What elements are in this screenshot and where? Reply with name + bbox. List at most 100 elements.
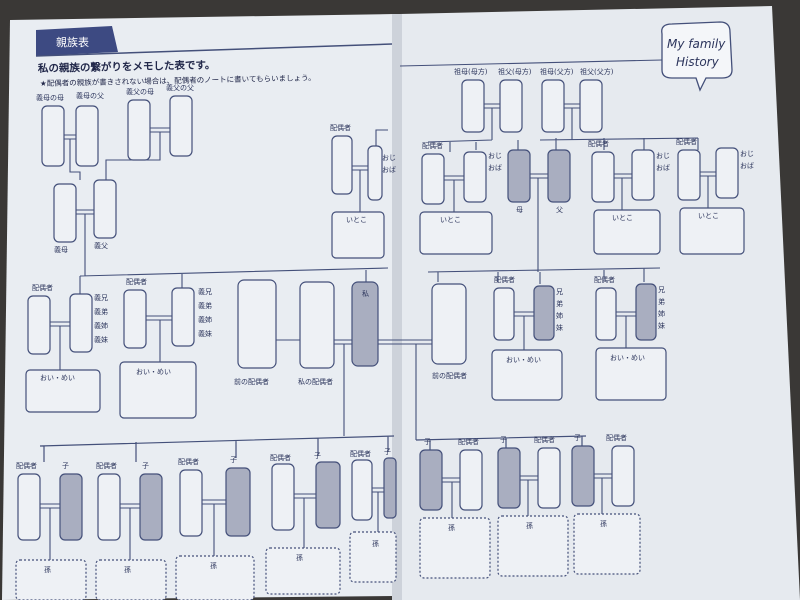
box-grandmother-fa[interactable] [541, 79, 565, 133]
box-inlaw-spouse-2[interactable] [123, 289, 147, 349]
box-uncle-spouse-fa1[interactable] [591, 151, 615, 203]
box-wife-mother-gm[interactable] [41, 105, 65, 167]
box-uncle-fa2[interactable] [715, 147, 739, 199]
box-wife-mother-gf[interactable] [75, 105, 99, 167]
label-grandfather-mo: 祖父(母方) [498, 67, 532, 76]
marriage-line-r1 [444, 175, 464, 212]
box-grandchild-1[interactable] [15, 559, 87, 600]
box-in-father[interactable] [93, 179, 117, 239]
box-grandchild-r1[interactable] [419, 517, 491, 579]
box-niece-r2[interactable] [595, 347, 667, 401]
label-child-spouse-4: 配偶者 [270, 453, 291, 462]
label-child-1: 子 [62, 462, 69, 470]
box-niece-2[interactable] [119, 361, 197, 419]
box-child-r3[interactable] [571, 445, 595, 507]
box-mother[interactable] [507, 149, 531, 203]
box-cousin-mo[interactable] [419, 211, 493, 255]
label-oba-r3: おば [740, 161, 754, 170]
box-child-spouse-4[interactable] [271, 463, 295, 531]
box-husb-mother-gm[interactable] [127, 99, 151, 161]
box-niece-r1[interactable] [491, 349, 563, 401]
section-tab-text: 親族表 [56, 35, 89, 49]
box-uncle-fa1[interactable] [631, 149, 655, 201]
inlaw-sib-list-2-d: 義妹 [198, 329, 212, 338]
label-child-5: 子 [384, 448, 391, 456]
badge-line1: My family [667, 37, 726, 51]
left-page [2, 14, 394, 600]
box-child-2[interactable] [139, 473, 163, 541]
inlaw-sib-list-2-c: 義姉 [198, 315, 212, 324]
box-sib-2[interactable] [635, 283, 657, 341]
box-child-spouse-r3[interactable] [611, 445, 635, 507]
label-grandchild-2: 孫 [124, 565, 131, 574]
box-grandchild-5[interactable] [349, 531, 397, 583]
label-niece-1: おい・めい [40, 374, 75, 382]
box-niece-1[interactable] [25, 369, 101, 413]
label-spouse-3: 配偶者 [330, 123, 351, 132]
label-grandfather-fa: 祖父(父方) [580, 67, 614, 76]
label-sib1-d: 妹 [556, 323, 563, 332]
label-grandchild-r3: 孫 [600, 519, 607, 528]
box-child-spouse-2[interactable] [97, 473, 121, 541]
box-grandfather-mo[interactable] [499, 79, 523, 133]
box-cousin-fa2[interactable] [679, 207, 745, 255]
grandparent-lines [427, 103, 699, 152]
box-former-spouse-right[interactable] [431, 283, 467, 365]
box-child-5[interactable] [383, 457, 397, 519]
box-uncle-spouse-mo[interactable] [421, 153, 445, 205]
label-in-mother: 義母 [54, 245, 68, 254]
box-child-spouse-3[interactable] [179, 469, 203, 537]
box-sib-spouse-2[interactable] [595, 287, 617, 341]
box-child-1[interactable] [59, 473, 83, 541]
box-uncle-spouse[interactable] [331, 135, 353, 195]
marriage-line-5 [146, 274, 183, 362]
box-grandchild-3[interactable] [175, 555, 255, 600]
box-grandchild-4[interactable] [265, 547, 341, 595]
box-uncle-spouse-fa2[interactable] [677, 149, 701, 201]
box-child-spouse-1[interactable] [17, 473, 41, 541]
box-inlaw-sib-1[interactable] [69, 293, 93, 353]
label-grandmother-fa: 祖母(父方) [540, 67, 574, 76]
box-inlaw-spouse-1[interactable] [27, 295, 51, 355]
box-inlaw-sib-2[interactable] [171, 287, 195, 347]
box-child-spouse-r2[interactable] [537, 447, 561, 509]
label-mother: 母 [516, 206, 523, 214]
inlaw-sib-list-2-b: 義弟 [198, 301, 212, 310]
marriage-line-2 [105, 127, 170, 180]
box-uncle-mo[interactable] [463, 151, 487, 203]
marriage-line-r2 [614, 173, 632, 210]
box-sib-spouse-1[interactable] [493, 287, 515, 341]
marriage-line-parents [427, 173, 661, 284]
box-grandchild-r3[interactable] [573, 513, 641, 575]
box-cousin-left[interactable] [331, 211, 385, 259]
box-husb-mother-gf[interactable] [169, 95, 193, 157]
box-child-r2[interactable] [497, 447, 521, 509]
label-child-2: 子 [142, 462, 149, 470]
label-grandchild-5: 孫 [372, 539, 379, 548]
box-grandfather-fa[interactable] [579, 79, 603, 133]
box-child-3[interactable] [225, 467, 251, 537]
binding-shadow [392, 14, 402, 600]
page-subtitle: 私の親族の繋がりをメモした表です。 [37, 58, 216, 75]
box-me[interactable] [351, 281, 379, 367]
box-child-r1[interactable] [419, 449, 443, 511]
box-grandmother-mo[interactable] [461, 79, 485, 133]
box-grandchild-2[interactable] [95, 559, 167, 600]
box-sib-1[interactable] [533, 285, 555, 341]
box-child-spouse-r1[interactable] [459, 449, 483, 511]
box-child-4[interactable] [315, 461, 341, 529]
box-former-spouse-left[interactable] [237, 279, 277, 369]
box-uncle[interactable] [367, 145, 383, 201]
label-child-spouse-1: 配偶者 [16, 461, 37, 470]
box-cousin-fa1[interactable] [593, 209, 661, 255]
label-gm-1: 義母の母 [36, 93, 64, 102]
box-child-spouse-5[interactable] [351, 459, 373, 521]
label-oba-r1: おば [488, 163, 502, 172]
box-my-spouse[interactable] [299, 281, 335, 369]
box-grandchild-r2[interactable] [497, 515, 569, 577]
box-in-mother[interactable] [53, 183, 77, 243]
children-bracket-left [39, 435, 395, 462]
label-child-spouse-r2: 配偶者 [534, 435, 555, 444]
box-father[interactable] [547, 149, 571, 203]
